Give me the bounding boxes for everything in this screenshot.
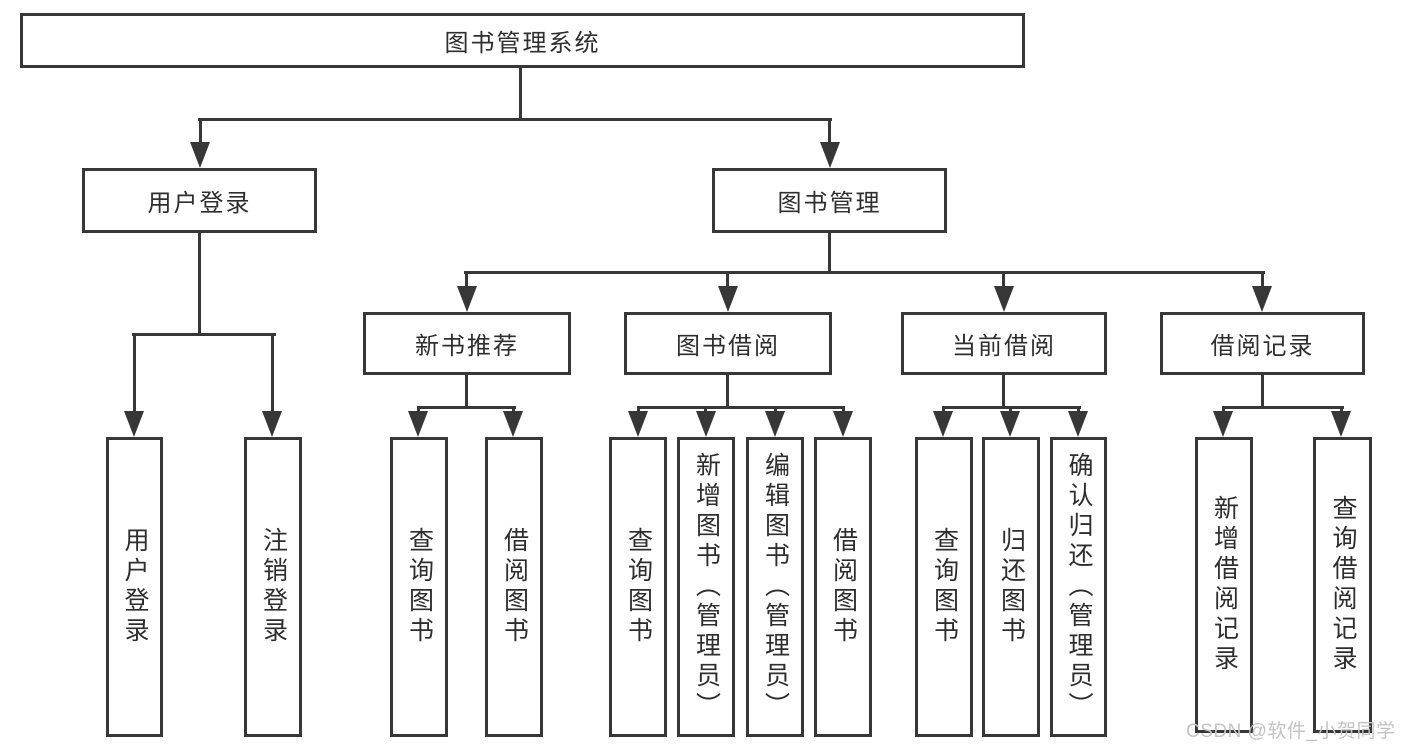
- leaf-logout-login: 注销登录: [244, 437, 302, 737]
- connector-user-login-stem: [198, 233, 201, 336]
- arrowhead-leaf-query-books-current: [933, 411, 953, 437]
- leaf-edit-books-admin-label: 编辑图书（管理员）: [761, 452, 790, 722]
- leaf-user-login-label: 用户登录: [121, 527, 149, 647]
- node-current-borrow: 当前借阅: [901, 312, 1107, 375]
- connector-borrow-records-rail: [1222, 406, 1344, 409]
- leaf-query-books-borrow: 查询图书: [609, 437, 667, 737]
- leaf-borrow-books: 借阅图书: [814, 437, 872, 737]
- connector-book-management-rail: [464, 271, 1265, 274]
- arrowhead-leaf-query-books-rec: [408, 411, 428, 437]
- arrowhead-leaf-add-record: [1213, 411, 1233, 437]
- arrowhead-leaf-return-books: [1000, 411, 1020, 437]
- arrowhead-leaf-confirm-return: [1068, 411, 1088, 437]
- connector-shaft-leaf-add-books: [704, 406, 707, 414]
- arrowhead-leaf-add-books: [696, 411, 716, 437]
- leaf-borrow-books-recommend: 借阅图书: [485, 437, 543, 737]
- leaf-query-books-recommend: 查询图书: [390, 437, 448, 737]
- arrowhead-leaf-borrow-books-rec: [503, 411, 523, 437]
- leaf-return-books-label: 归还图书: [997, 527, 1026, 647]
- leaf-confirm-return-admin: 确认归还（管理员）: [1050, 437, 1107, 737]
- connector-new-book-rec-rail: [417, 406, 516, 409]
- connector-borrow-records-stem: [1261, 375, 1264, 409]
- leaf-borrow-books-label: 借阅图书: [829, 527, 858, 647]
- arrowhead-user-login: [190, 142, 210, 168]
- leaf-borrow-books-recommend-label: 借阅图书: [500, 527, 529, 647]
- connector-root-stem: [519, 68, 522, 121]
- leaf-edit-books-admin: 编辑图书（管理员）: [746, 437, 804, 737]
- leaf-add-books-admin-label: 新增图书（管理员）: [692, 452, 721, 722]
- node-new-book-recommend-label: 新书推荐: [415, 333, 519, 360]
- leaf-confirm-return-admin-label: 确认归还（管理员）: [1065, 452, 1093, 722]
- connector-root-rail: [198, 118, 832, 121]
- connector-shaft-leaf-query-books-borrow: [637, 406, 640, 414]
- arrowhead-leaf-query-books-borrow: [628, 411, 648, 437]
- connector-shaft-user-login: [199, 118, 202, 146]
- arrowhead-book-management: [820, 142, 840, 168]
- connector-shaft-book-borrow: [726, 271, 729, 290]
- connector-shaft-leaf-edit-books: [774, 406, 777, 414]
- connector-shaft-new-book-rec: [465, 271, 468, 290]
- connector-shaft-leaf-borrow-books-rec: [512, 406, 515, 414]
- connector-shaft-leaf-return-books: [1009, 406, 1012, 414]
- arrowhead-leaf-user-login: [124, 411, 144, 437]
- connector-shaft-leaf-query-books-current: [942, 406, 945, 414]
- node-current-borrow-label: 当前借阅: [952, 333, 1056, 360]
- connector-shaft-leaf-query-record: [1340, 406, 1343, 414]
- connector-book-borrow-stem: [726, 375, 729, 409]
- leaf-query-books-current: 查询图书: [915, 437, 973, 737]
- node-root: 图书管理系统: [20, 13, 1025, 68]
- leaf-query-books-borrow-label: 查询图书: [624, 527, 653, 647]
- arrowhead-book-borrow: [718, 286, 738, 312]
- connector-shaft-leaf-confirm-return: [1077, 406, 1080, 414]
- connector-shaft-current-borrow: [1002, 271, 1005, 290]
- connector-shaft-book-management: [828, 118, 831, 146]
- connector-shaft-borrow-records: [1261, 271, 1264, 290]
- connector-shaft-leaf-query-books-rec: [417, 406, 420, 414]
- leaf-add-borrow-record: 新增借阅记录: [1195, 437, 1253, 733]
- node-borrow-records-label: 借阅记录: [1210, 333, 1315, 360]
- connector-current-borrow-stem: [1002, 375, 1005, 409]
- connector-shaft-leaf-logout: [271, 333, 274, 413]
- connector-shaft-leaf-add-record: [1222, 406, 1225, 414]
- leaf-return-books: 归还图书: [982, 437, 1040, 737]
- connector-book-borrow-rail: [637, 406, 844, 409]
- leaf-query-borrow-record-label: 查询借阅记录: [1329, 495, 1357, 675]
- connector-shaft-leaf-borrow-books: [842, 406, 845, 414]
- node-new-book-recommend: 新书推荐: [363, 312, 571, 375]
- node-book-borrow: 图书借阅: [624, 312, 832, 375]
- connector-shaft-leaf-user-login: [133, 333, 136, 413]
- connector-new-book-rec-stem: [465, 375, 468, 409]
- arrowhead-current-borrow: [994, 286, 1014, 312]
- leaf-query-books-recommend-label: 查询图书: [405, 527, 434, 647]
- node-user-login-label: 用户登录: [147, 190, 252, 217]
- arrowhead-leaf-logout: [262, 411, 282, 437]
- leaf-query-books-current-label: 查询图书: [930, 527, 959, 647]
- arrowhead-leaf-edit-books: [765, 411, 785, 437]
- node-root-label: 图书管理系统: [444, 30, 601, 57]
- node-book-management: 图书管理: [712, 168, 947, 233]
- node-user-login: 用户登录: [82, 168, 317, 233]
- node-book-management-label: 图书管理: [777, 190, 882, 217]
- arrowhead-new-book-rec: [457, 286, 477, 312]
- leaf-add-books-admin: 新增图书（管理员）: [677, 437, 735, 737]
- arrowhead-leaf-borrow-books: [833, 411, 853, 437]
- arrowhead-borrow-records: [1252, 286, 1272, 312]
- leaf-user-login: 用户登录: [106, 437, 163, 737]
- connector-user-login-rail: [132, 333, 276, 336]
- leaf-add-borrow-record-label: 新增借阅记录: [1210, 495, 1239, 675]
- node-borrow-records: 借阅记录: [1160, 312, 1365, 375]
- node-book-borrow-label: 图书借阅: [676, 333, 780, 360]
- leaf-query-borrow-record: 查询借阅记录: [1313, 437, 1372, 733]
- connector-book-management-stem: [828, 233, 831, 274]
- csdn-watermark: CSDN @软件_小贺同学: [1186, 721, 1396, 742]
- arrowhead-leaf-query-record: [1331, 411, 1351, 437]
- leaf-logout-login-label: 注销登录: [259, 527, 288, 647]
